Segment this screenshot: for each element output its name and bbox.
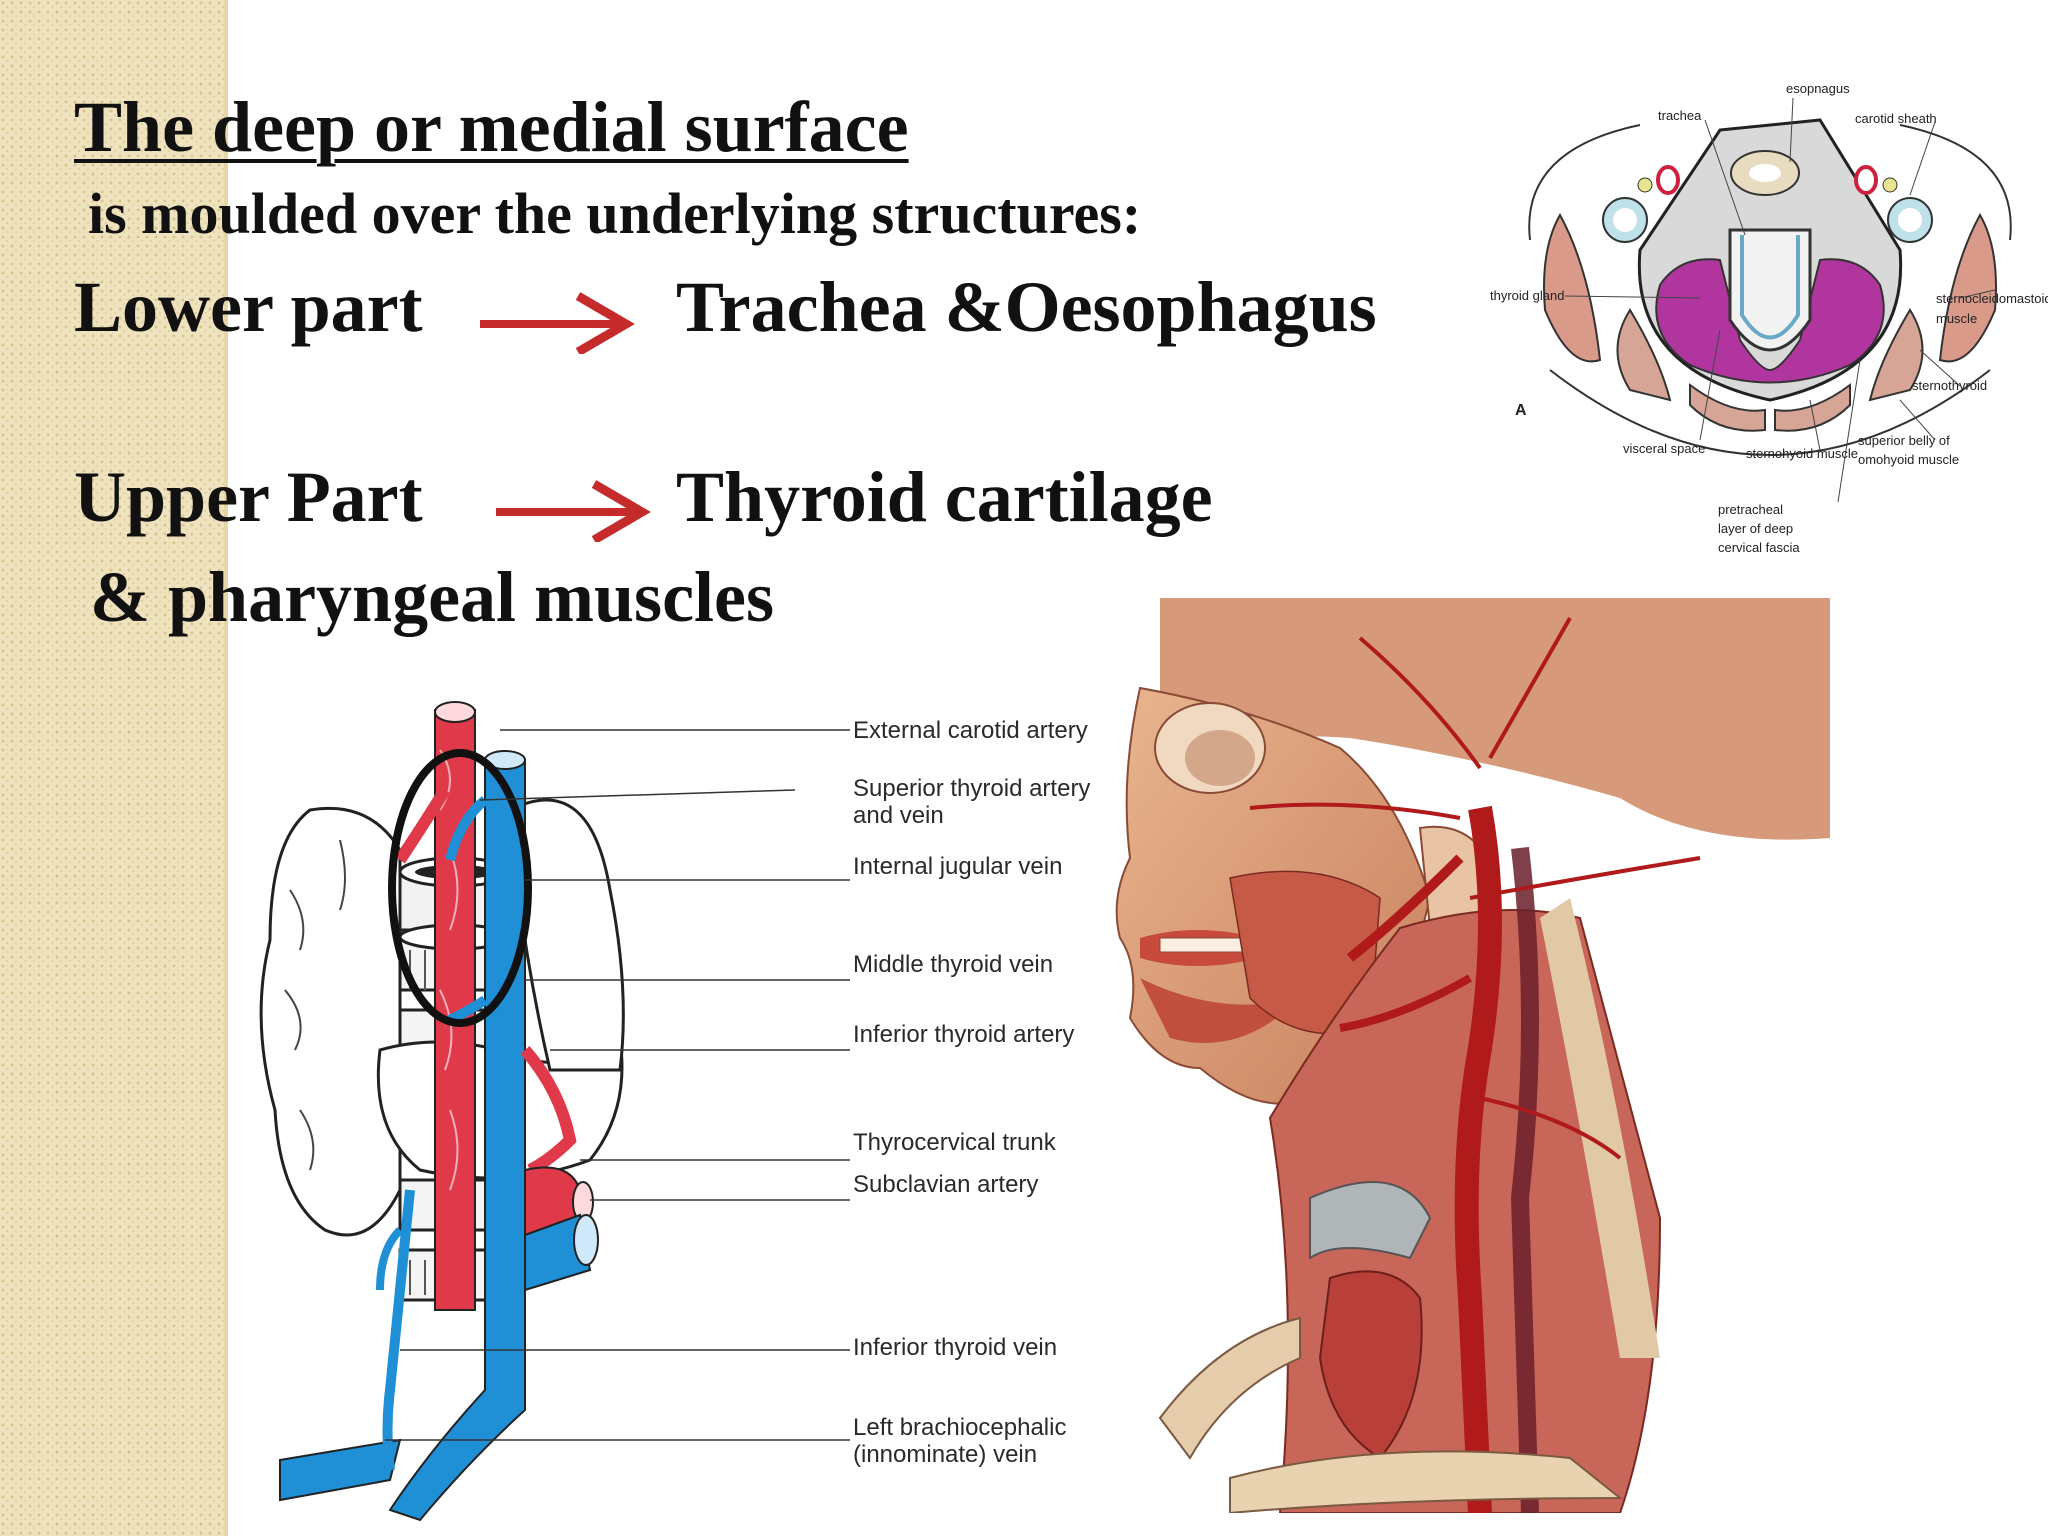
label-and-vein: and vein bbox=[853, 802, 944, 829]
label-visceral-space: visceral space bbox=[1623, 441, 1705, 456]
label-esophagus: esopnagus bbox=[1786, 81, 1850, 96]
slide-heading: The deep or medial surface bbox=[74, 87, 909, 167]
neck-cross-section-diagram: esopnagus trachea carotid sheath thyroid… bbox=[1490, 81, 2048, 555]
label-left-brachiocephalic: Left brachiocephalic bbox=[853, 1414, 1066, 1441]
label-carotid-sheath: carotid sheath bbox=[1855, 111, 1937, 126]
label-sternohyoid: sternohyoid muscle bbox=[1746, 446, 1858, 461]
panel-letter: A bbox=[1515, 402, 1527, 419]
slide-subheading: is moulded over the underlying structure… bbox=[88, 181, 1142, 246]
right-arrow-icon bbox=[480, 292, 635, 354]
label-thyroid-gland: thyroid gland bbox=[1490, 288, 1564, 303]
lower-part-label: Lower part bbox=[74, 267, 423, 347]
sidebar-edge bbox=[224, 0, 228, 1536]
decorative-sidebar bbox=[0, 0, 224, 1536]
label-scm-1: sternocleidomastoid bbox=[1936, 291, 2048, 306]
label-innominate-vein: (innominate) vein bbox=[853, 1441, 1037, 1468]
upper-part-value: Thyroid cartilage bbox=[676, 457, 1213, 537]
label-scm-2: muscle bbox=[1936, 311, 1977, 326]
label-inferior-thyroid-artery: Inferior thyroid artery bbox=[853, 1021, 1074, 1048]
label-omohyoid-2: omohyoid muscle bbox=[1858, 452, 1959, 467]
label-thyrocervical-trunk: Thyrocervical trunk bbox=[853, 1129, 1057, 1156]
head-neck-dissection-illustration bbox=[1115, 598, 1830, 1513]
text-panel: The deep or medial surface is moulded ov… bbox=[0, 0, 1470, 665]
label-pretracheal-1: pretracheal bbox=[1718, 502, 1783, 517]
label-pretracheal-2: layer of deep bbox=[1718, 521, 1793, 536]
thyroid-vessels-diagram: External carotid artery Superior thyroid… bbox=[259, 701, 1090, 1522]
right-arrow-icon bbox=[496, 480, 651, 542]
upper-part-continuation: & pharyngeal muscles bbox=[90, 557, 774, 637]
label-omohyoid-1: superior belly of bbox=[1858, 433, 1950, 448]
label-pretracheal-3: cervical fascia bbox=[1718, 540, 1800, 555]
label-external-carotid-artery: External carotid artery bbox=[853, 717, 1088, 744]
label-middle-thyroid-vein: Middle thyroid vein bbox=[853, 951, 1053, 978]
label-trachea: trachea bbox=[1658, 108, 1702, 123]
label-subclavian-artery: Subclavian artery bbox=[853, 1171, 1038, 1198]
label-inferior-thyroid-vein: Inferior thyroid vein bbox=[853, 1334, 1057, 1361]
upper-part-label: Upper Part bbox=[74, 457, 423, 537]
label-superior-thyroid-artery: Superior thyroid artery bbox=[853, 775, 1090, 802]
lower-part-value: Trachea &Oesophagus bbox=[676, 267, 1377, 347]
highlight-circle bbox=[388, 749, 532, 1027]
label-sternothyroid: sternothyroid bbox=[1912, 378, 1987, 393]
label-internal-jugular-vein: Internal jugular vein bbox=[853, 853, 1062, 880]
